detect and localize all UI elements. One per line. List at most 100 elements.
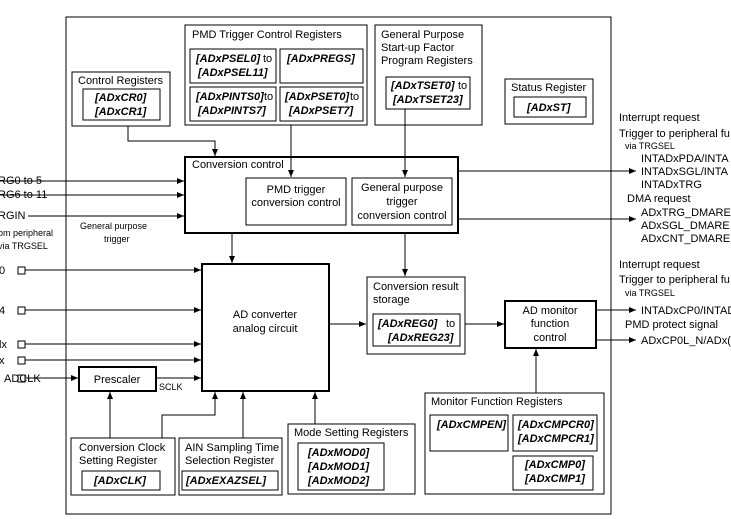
st-box — [513, 96, 587, 118]
conversion-clock-setting-register: Conversion Clock Setting Register [ADxCL… — [70, 437, 176, 496]
cr-box — [82, 88, 161, 121]
trigger-peripheral-2: Trigger to peripheral fu — [619, 274, 730, 286]
right-output-arrows — [458, 168, 636, 343]
reg-first: [ADxREG0] — [377, 318, 438, 330]
pmd-trigger-control-registers: PMD Trigger Control Registers [ADxPSEL0]… — [184, 24, 368, 126]
pset-first: [ADxPSET0] — [284, 91, 350, 103]
mode-setting-registers: Mode Setting Registers [ADxMOD0] [ADxMOD… — [287, 423, 416, 495]
gp-conv-line1: General purpose — [361, 182, 443, 194]
pints-to: to — [264, 91, 273, 103]
pin-c-label: lx — [0, 339, 7, 351]
trg-b-label: RG6 to 11 — [0, 189, 47, 201]
status-reg-title: Status Register — [511, 82, 587, 94]
interrupt-request-2: Interrupt request — [619, 259, 700, 271]
trg-dmare-label: ADxTRG_DMARE — [641, 207, 731, 219]
status-register: Status Register [ADxST] — [504, 78, 594, 125]
sclk-label: SCLK — [159, 382, 183, 392]
ad-converter: AD converter analog circuit — [201, 263, 330, 392]
prescaler: Prescaler SCLK — [78, 366, 183, 392]
cr1-label: [ADxCR1] — [94, 106, 147, 118]
intcp-label: INTADxCP0/INTAD — [641, 305, 731, 317]
general-regs-line1: General Purpose — [381, 29, 464, 41]
conversion-result-storage: Conversion result storage [ADxREG0] to [… — [366, 276, 466, 355]
tset-first: [ADxTSET0] — [390, 80, 455, 92]
via-trgsel-1: via TRGSEL — [625, 141, 675, 151]
tset-box — [385, 76, 471, 110]
ain-sampling-time-register: AIN Sampling Time Selection Register [AD… — [178, 437, 283, 496]
pregs-label: [ADxPREGS] — [286, 53, 355, 65]
prescaler-label: Prescaler — [94, 374, 141, 386]
trg-a-label: RG0 to 5 — [0, 175, 42, 187]
pin-b-label: 4 — [0, 305, 5, 317]
pin-d — [17, 356, 26, 365]
intpda-label: INTADxPDA/INTA — [641, 153, 729, 165]
cr0-label: [ADxCR0] — [94, 92, 147, 104]
pmd-protect-label: PMD protect signal — [625, 319, 718, 331]
intsgl-label: INTADxSGL/INTA — [641, 166, 729, 178]
sgl-dmare-label: ADxSGL_DMARE — [641, 220, 730, 232]
psel-box — [189, 48, 277, 84]
sampling-regs-line1: AIN Sampling Time — [185, 442, 279, 454]
pmd-conv-line2: conversion control — [251, 197, 340, 209]
pset-box — [279, 86, 364, 122]
mod1-label: [ADxMOD1] — [307, 461, 369, 473]
mode-regs-title: Mode Setting Registers — [294, 427, 409, 439]
pin-ain-b — [17, 306, 26, 315]
psel-to: to — [263, 53, 272, 65]
pin-d-label: x — [0, 355, 5, 367]
gp-trigger-label-line1: General purpose — [80, 221, 147, 231]
general-regs-line2: Start-up Factor — [381, 42, 455, 54]
cmp-box — [512, 455, 594, 491]
reg-last: [ADxREG23] — [387, 332, 454, 344]
pmd-trigger-title: PMD Trigger Control Registers — [192, 29, 342, 41]
exazsel-label: [ADxEXAZSEL] — [185, 475, 266, 487]
pregs-box — [279, 48, 364, 84]
exazsel-box — [181, 470, 279, 491]
conversion-control: Conversion control PMD trigger conversio… — [184, 156, 459, 234]
cmp0-label: [ADxCMP0] — [524, 459, 585, 471]
cnt-dmare-label: ADxCNT_DMARE — [641, 233, 730, 245]
trgin-label: RGIN — [0, 210, 26, 222]
gp-trigger-label-line2: trigger — [104, 234, 130, 244]
cmpen-label: [ADxCMPEN] — [436, 419, 506, 431]
cp0l-label: ADxCP0L_N/ADx( — [641, 335, 731, 347]
pints-box — [189, 86, 277, 122]
cmp1-label: [ADxCMP1] — [524, 473, 585, 485]
clk-box — [81, 470, 161, 491]
ad-monitor-line1: AD monitor — [522, 305, 577, 317]
pin-ain-a — [17, 266, 26, 275]
general-purpose-startup-registers: General Purpose Start-up Factor Program … — [374, 24, 483, 126]
monitor-function-registers: Monitor Function Registers [ADxCMPEN] [A… — [424, 392, 605, 495]
cmpcr-box — [512, 414, 598, 452]
ad-converter-line2: analog circuit — [233, 323, 298, 335]
ad-monitor-line3: control — [533, 332, 566, 344]
gp-conv-line2: trigger — [386, 196, 418, 208]
st-label: [ADxST] — [526, 102, 571, 114]
general-regs-line3: Program Registers — [381, 55, 473, 67]
mod-box — [297, 442, 385, 491]
conversion-control-title: Conversion control — [192, 159, 284, 171]
ad-converter-line1: AD converter — [233, 309, 298, 321]
clock-regs-line1: Conversion Clock — [79, 442, 166, 454]
sampling-regs-line2: Selection Register — [185, 455, 275, 467]
gp-trigger-conversion-box — [351, 177, 453, 226]
pset-last: [ADxPSET7] — [288, 105, 354, 117]
left-trigger-inputs — [0, 178, 184, 219]
inttrg-label: INTADxTRG — [641, 179, 702, 191]
dma-request-label: DMA request — [627, 193, 691, 205]
analog-input-pins — [17, 266, 201, 383]
gp-conv-line3: conversion control — [357, 210, 446, 222]
reg-to: to — [446, 318, 455, 330]
ad-monitor-function-control: AD monitor function control — [504, 300, 597, 349]
cmpen-box — [429, 414, 509, 452]
interrupt-request-1: Interrupt request — [619, 112, 700, 124]
cmpcr0-label: [ADxCMPCR0] — [517, 419, 594, 431]
from-peripheral-line2: via TRGSEL — [0, 241, 48, 251]
trigger-peripheral-1: Trigger to peripheral fu — [619, 128, 730, 140]
psel-last: [ADxPSEL11] — [197, 67, 268, 79]
via-trgsel-2: via TRGSEL — [625, 288, 675, 298]
pmd-trigger-conversion-box — [245, 177, 347, 226]
reg-box — [372, 313, 461, 347]
pset-to: to — [350, 91, 359, 103]
